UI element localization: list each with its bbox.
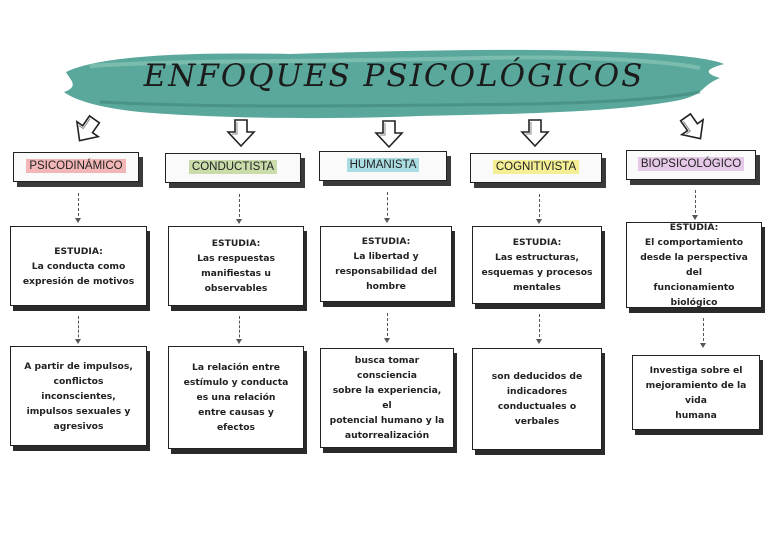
study-box-humanista: ESTUDIA: La libertad y responsabilidad d… (320, 226, 452, 302)
study-text-line: expresión de motivos (22, 275, 135, 287)
detail-text-line: indicadores (506, 386, 568, 397)
detail-text-line: agresivos (53, 420, 104, 432)
study-box-psicodinamico: ESTUDIA: La conducta como expresión de m… (10, 226, 147, 306)
detail-box-conductista: La relación entre estímulo y conducta es… (168, 346, 304, 449)
detail-text-line: Investiga sobre el (649, 364, 743, 376)
page-title: ENFOQUES PSICOLÓGICOS (143, 58, 645, 94)
header-cognitivista: COGNITIVISTA (470, 153, 602, 183)
connector-line (536, 194, 542, 224)
header-label: COGNITIVISTA (492, 160, 580, 174)
header-biopsicologico: BIOPSICOLÓGICO (626, 150, 756, 180)
title-banner: ENFOQUES PSICOLÓGICOS (60, 42, 728, 124)
detail-text-line: impulsos sexuales y (26, 405, 131, 417)
connector-line (75, 193, 81, 223)
connector-line (236, 316, 242, 344)
detail-text-line: autorrealización (344, 430, 430, 441)
header-conductista: CONDUCTISTA (165, 153, 301, 183)
header-label: PSICODINÁMICO (26, 159, 126, 173)
detail-text-line: estímulo y conducta (183, 377, 289, 388)
header-label: HUMANISTA (346, 158, 420, 172)
detail-text-line: La relación entre (192, 362, 280, 373)
down-arrow-icon (518, 117, 552, 153)
connector-line (75, 316, 81, 344)
study-text-line: funcionamiento (653, 282, 735, 293)
detail-text-line: conductuales o (497, 401, 577, 412)
down-arrow-icon (676, 112, 710, 148)
detail-text-line: humana (675, 409, 717, 421)
brush-stroke-banner (64, 49, 724, 119)
study-label: ESTUDIA: (669, 222, 719, 233)
detail-text-line: es una relación (196, 392, 276, 403)
down-arrow-icon (372, 118, 406, 154)
down-arrow-icon (224, 117, 258, 153)
study-label: ESTUDIA: (512, 237, 562, 248)
connector-line (236, 194, 242, 224)
detail-box-cognitivista: son deducidos de indicadores conductuale… (472, 348, 602, 450)
study-text-line: La libertad y (353, 251, 419, 262)
detail-text-line: entre causas y (198, 407, 274, 418)
header-label: BIOPSICOLÓGICO (637, 157, 745, 171)
header-psicodinamico: PSICODINÁMICO (13, 152, 139, 182)
study-label: ESTUDIA: (211, 238, 261, 249)
study-label: ESTUDIA: (361, 236, 411, 247)
study-text-line: El comportamiento (644, 237, 744, 248)
detail-text-line: efectos (216, 422, 256, 433)
detail-text-line: son deducidos de (491, 371, 583, 382)
study-box-conductista: ESTUDIA: Las respuestas manifiestas u ob… (168, 226, 304, 306)
study-text-line: La conducta como (31, 260, 126, 272)
header-humanista: HUMANISTA (319, 151, 447, 181)
study-text-line: esquemas y procesos (481, 267, 593, 278)
down-arrow-icon (70, 114, 104, 150)
detail-text-line: conflictos (53, 375, 104, 387)
study-text-line: biológico (670, 297, 718, 308)
study-box-cognitivista: ESTUDIA: Las estructuras, esquemas y pro… (472, 226, 602, 304)
study-text-line: manifiestas u (201, 268, 271, 279)
study-text-line: responsabilidad del (335, 266, 437, 277)
detail-text-line: potencial humano y la (329, 415, 445, 426)
study-box-biopsicologico: ESTUDIA: El comportamiento desde la pers… (626, 222, 762, 308)
detail-text-line: mejoramiento de la vida (645, 379, 747, 406)
detail-box-psicodinamico: A partir de impulsos, conflictos inconsc… (10, 346, 147, 446)
connector-line (536, 314, 542, 344)
connector-line (700, 318, 706, 348)
detail-text-line: sobre la experiencia, el (332, 385, 442, 411)
study-text-line: desde la perspectiva del (640, 252, 748, 278)
connector-line (692, 190, 698, 220)
study-text-line: observables (204, 283, 268, 294)
header-label: CONDUCTISTA (188, 160, 278, 174)
connector-line (384, 313, 390, 343)
detail-text-line: busca tomar consciencia (354, 355, 420, 381)
study-label: ESTUDIA: (54, 245, 103, 257)
detail-text-line: inconscientes, (41, 390, 116, 402)
study-text-line: mentales (513, 282, 561, 293)
connector-line (384, 192, 390, 223)
detail-text-line: A partir de impulsos, (24, 360, 133, 372)
detail-text-line: verbales (514, 416, 560, 427)
study-text-line: Las respuestas (197, 253, 275, 264)
detail-box-biopsicologico: Investiga sobre el mejoramiento de la vi… (632, 355, 760, 430)
study-text-line: Las estructuras, (495, 252, 579, 263)
study-text-line: hombre (366, 281, 406, 292)
detail-box-humanista: busca tomar consciencia sobre la experie… (320, 348, 454, 448)
